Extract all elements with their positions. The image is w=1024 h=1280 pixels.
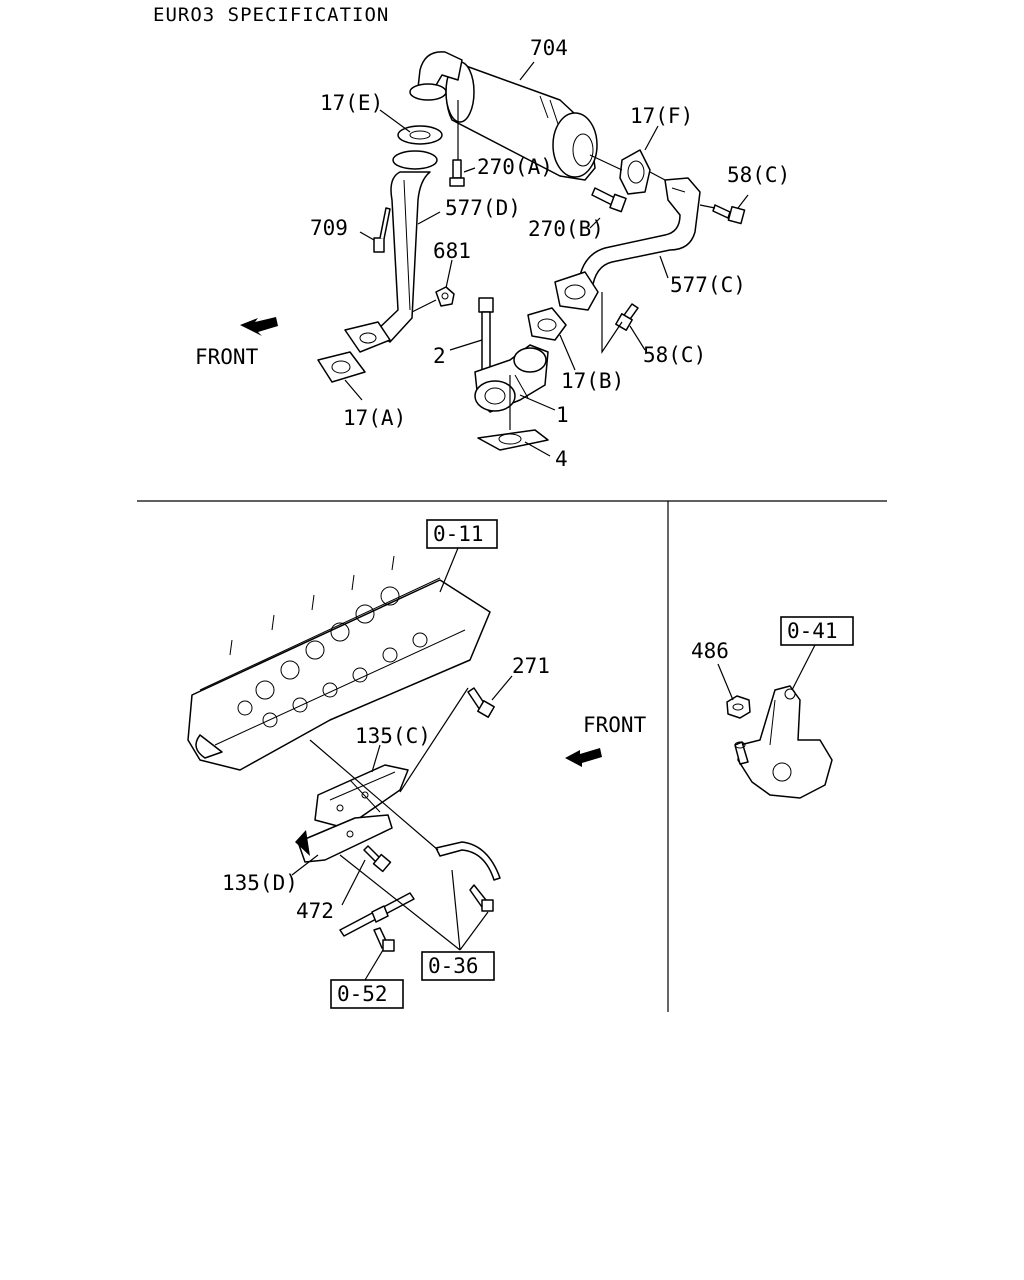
callout-270b: 270(B) — [528, 217, 604, 241]
callout-472: 472 — [296, 899, 334, 923]
callout-17f: 17(F) — [630, 104, 693, 128]
bolt-709 — [373, 207, 391, 253]
callout-58c-bottom: 58(C) — [643, 343, 706, 367]
callout-1: 1 — [556, 403, 569, 427]
nut-486 — [726, 695, 751, 719]
bolt-270a — [449, 159, 465, 187]
callout-577d: 577(D) — [445, 196, 521, 220]
gasket-17f — [619, 149, 651, 195]
gasket-17a — [317, 321, 391, 383]
bolt-270b — [591, 187, 627, 213]
egr-cooler-704 — [409, 51, 598, 181]
bolt-271 — [467, 687, 495, 718]
ref-box-0-52 — [330, 979, 404, 1009]
bracket-135d — [295, 814, 393, 863]
front-label-top: FRONT — [195, 345, 259, 369]
ref-0-41[interactable]: 0-41 — [787, 619, 838, 643]
ref-0-11[interactable]: 0-11 — [433, 522, 484, 546]
gasket-17b — [527, 271, 599, 341]
ref-box-0-36 — [421, 951, 495, 981]
leader-lines-bottom-left — [291, 547, 513, 981]
callout-486: 486 — [691, 639, 729, 663]
callout-2: 2 — [433, 344, 446, 368]
front-arrow-icon-bottom — [565, 748, 602, 767]
bracket-135c — [314, 764, 409, 829]
callout-270a: 270(A) — [477, 155, 553, 179]
bolt-58c-top — [712, 204, 746, 225]
callout-709: 709 — [310, 216, 348, 240]
gasket-17e — [397, 125, 443, 145]
front-arrow-icon — [240, 317, 278, 336]
callout-704: 704 — [530, 36, 568, 60]
bolt-472 — [363, 845, 392, 873]
leader-lines-bottom-right — [717, 644, 816, 701]
callout-17e: 17(E) — [320, 91, 383, 115]
ref-box-0-11 — [426, 519, 498, 549]
callout-4: 4 — [555, 447, 568, 471]
ref-0-52[interactable]: 0-52 — [337, 982, 388, 1006]
callout-135d: 135(D) — [222, 871, 298, 895]
bolt-2 — [478, 297, 494, 371]
callout-17b: 17(B) — [561, 369, 624, 393]
egr-valve-1 — [474, 344, 549, 413]
cylinder-head — [187, 555, 491, 771]
callout-135c: 135(C) — [355, 724, 431, 748]
mounting-bracket — [734, 685, 833, 799]
front-label-bottom: FRONT — [583, 713, 647, 737]
tube-and-clips — [339, 841, 501, 952]
callout-58c-top: 58(C) — [727, 163, 790, 187]
ref-box-0-41 — [780, 616, 854, 646]
ref-0-36[interactable]: 0-36 — [428, 954, 479, 978]
callout-271: 271 — [512, 654, 550, 678]
callout-681: 681 — [433, 239, 471, 263]
pipe-577d — [374, 150, 438, 343]
gasket-4 — [477, 429, 549, 451]
leader-lines-top — [344, 61, 749, 457]
callout-17a: 17(A) — [343, 406, 406, 430]
diagram-title: EURO3 SPECIFICATION — [153, 4, 389, 26]
nut-681 — [435, 286, 455, 307]
callout-577c: 577(C) — [670, 273, 746, 297]
